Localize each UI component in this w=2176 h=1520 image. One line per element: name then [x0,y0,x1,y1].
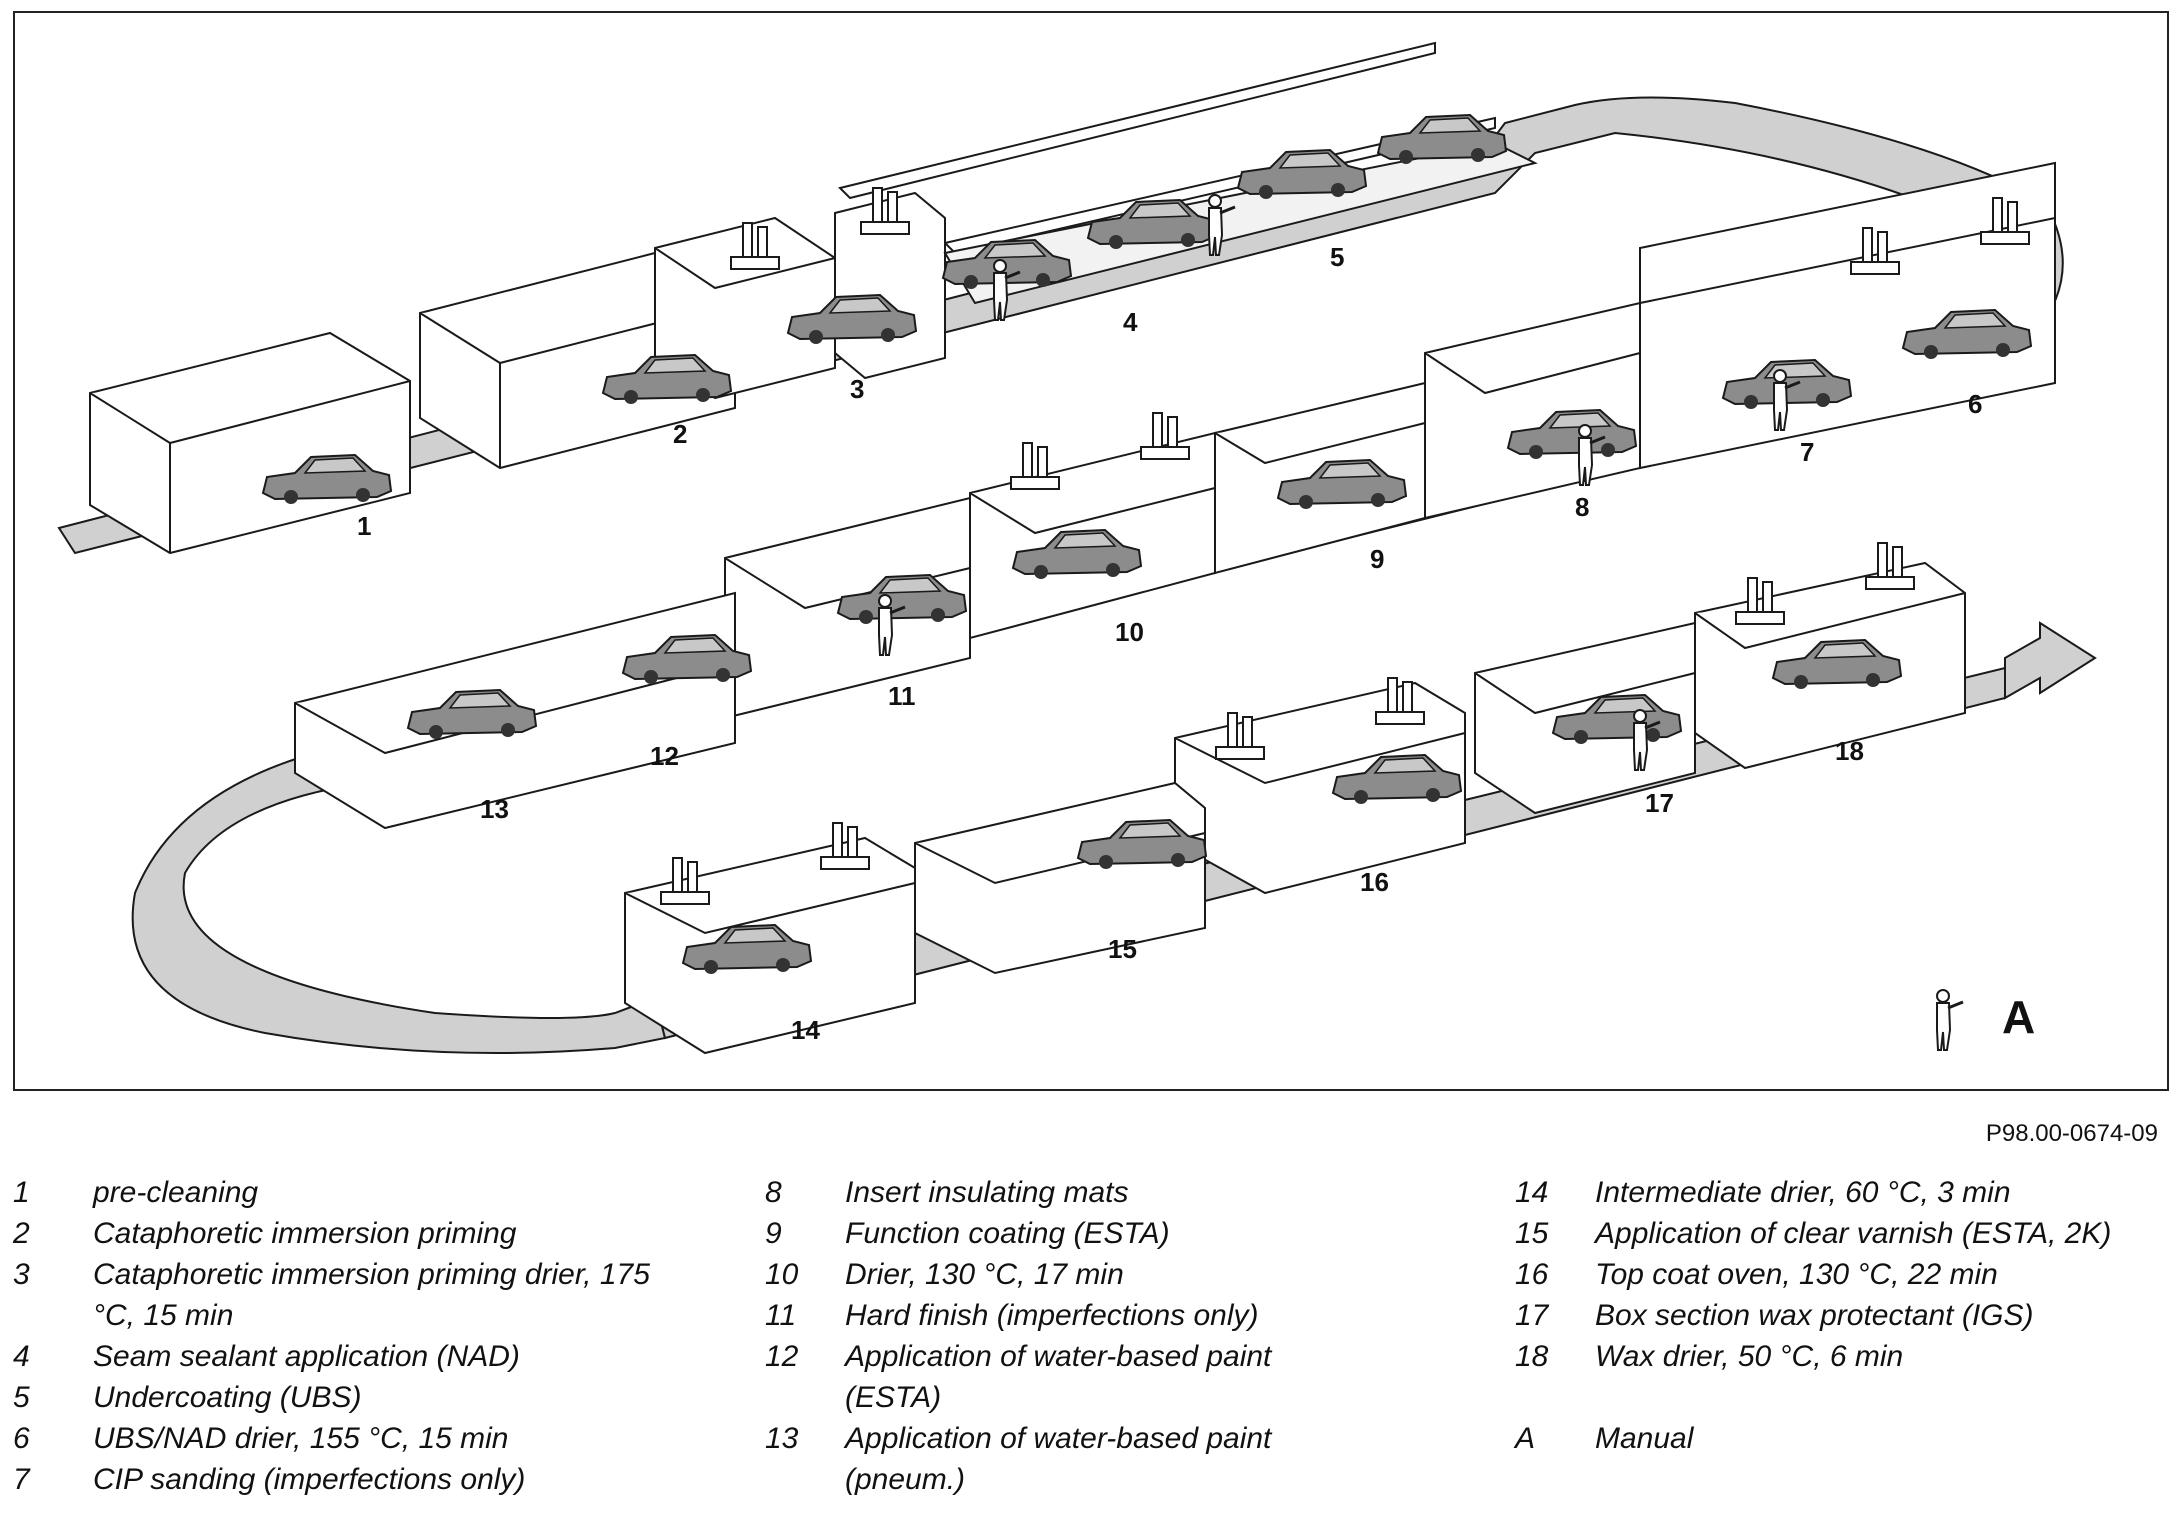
station-number-12: 12 [650,741,679,771]
manual-symbol: A [1935,988,2035,1052]
station-number-13: 13 [480,794,509,824]
station-number-10: 10 [1115,617,1144,647]
manual-symbol-label: A [2002,991,2035,1043]
station-number-1: 1 [357,511,371,541]
station-number-15: 15 [1108,934,1137,964]
station-number-9: 9 [1370,544,1384,574]
station-number-14: 14 [791,1015,820,1045]
station-number-8: 8 [1575,492,1589,522]
paint-line-illustration: 1 2 3 4 5 6 7 8 9 10 11 12 13 14 15 16 1… [57,41,2097,1055]
overhead-rails [838,41,1496,255]
paint-line-diagram: 1 2 3 4 5 6 7 8 9 10 11 12 13 14 15 16 1… [13,11,2169,1091]
station-number-16: 16 [1360,867,1389,897]
station-number-3: 3 [850,374,864,404]
station-number-18: 18 [1835,736,1864,766]
manual-person-icon [1935,988,1965,1052]
station-number-17: 17 [1645,788,1674,818]
station-numbers: 1 2 3 4 5 6 7 8 9 10 11 12 13 14 15 16 1… [357,242,1982,1045]
station-number-2: 2 [673,419,687,449]
station-number-4: 4 [1123,307,1138,337]
station-number-6: 6 [1968,389,1982,419]
booth-row-1 [89,141,1538,555]
station-number-7: 7 [1800,437,1814,467]
station-number-11: 11 [888,681,916,711]
station-number-5: 5 [1330,242,1344,272]
reference-code: P98.00-0674-09 [1985,1120,2158,1147]
